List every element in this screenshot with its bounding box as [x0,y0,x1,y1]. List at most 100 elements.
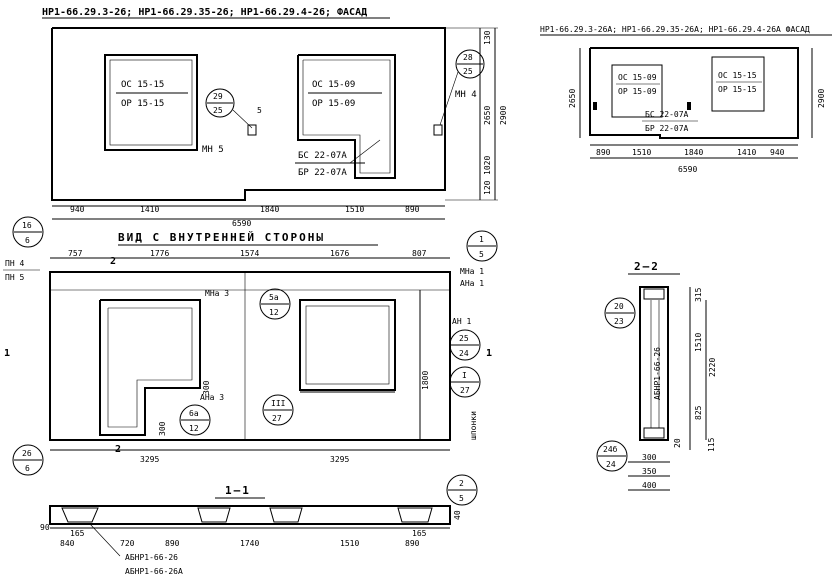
facade-window-right-top: ОС 15-09 [312,80,355,90]
callout-2-5 [446,474,478,506]
callout-26-6 [12,444,44,476]
s22-callout-bot-bottom: 24 [606,460,616,469]
facade-small-dim-890: 890 [596,148,611,157]
facade-callout-right-bottom: 25 [463,67,473,76]
facade-small-embed-right [687,102,691,110]
callout-6a-top: 6а [189,409,199,418]
facade-small-title: НР1-66.29.3-26А; НР1-66.29.35-26А; НР1-6… [540,25,810,34]
s22-dim-2220: 2220 [708,358,717,377]
facade-door-top: БС 22-07А [298,151,347,161]
interior-dim-1776: 1776 [150,249,169,258]
section-22-outline [639,286,669,441]
facade-window-left [104,54,198,151]
facade-mark-mn4: МН 4 [455,90,477,100]
facade-dim-940: 940 [70,205,85,214]
interior-dim-300a: 300 [202,380,211,395]
facade-small-view: НР1-66.29.3-26А; НР1-66.29.35-26А; НР1-6… [540,25,832,174]
callout-1-5 [466,230,498,262]
facade-callout-left-top: 29 [213,92,223,101]
facade-callout-right [455,49,485,79]
callout-2-top: 2 [459,479,464,488]
s22-callout-bot-top: 24б [603,444,618,454]
facade-window-right [297,54,396,179]
facade-small-window-left [611,64,663,118]
interior-dim-1800: 1800 [421,371,430,390]
facade-small-dim-1510: 1510 [632,148,651,157]
facade-small-wl-top: ОС 15-09 [618,73,657,82]
callout-2-bottom: 5 [459,494,464,503]
section-1-right: 1 [486,348,492,359]
facade-window-right-bottom: ОР 15-09 [312,99,355,109]
facade-small-wl-bottom: ОР 15-09 [618,87,657,96]
section-11-outline [49,505,451,525]
label-an1: АН 1 [452,317,471,326]
callout-I-27 [449,366,481,398]
facade-dim-2900: 2900 [499,106,508,125]
interior-opening-right [299,299,396,391]
callout-24b-24 [596,440,628,472]
label-pn4: ПН 4 [5,259,24,268]
callout-5a-top: 5а [269,293,279,302]
s11-label-a: АБНР1-66-26 [125,553,178,562]
label-mna1: МНа 1 [460,267,484,276]
facade-small-dim-6590: 6590 [678,165,697,174]
callout-III-bottom: 27 [272,414,282,423]
facade-door-bottom: БР 22-07А [298,168,347,178]
facade-window-left-bottom: ОР 15-15 [121,99,164,109]
s22-dim-1510: 1510 [694,333,703,352]
facade-dim-2650: 2650 [483,106,492,125]
facade-dim-1410: 1410 [140,205,159,214]
facade-callout-right-top: 28 [463,53,473,62]
s22-callout-top-bottom: 23 [614,317,624,326]
facade-callout-left-bottom: 25 [213,106,223,115]
interior-opening-left [99,299,201,436]
facade-small-outline [589,47,799,139]
s11-dim-1510: 1510 [340,539,359,548]
s11-dim-90: 90 [40,523,50,532]
s22-dim-115: 115 [707,437,716,452]
callout-16-bottom: 6 [25,236,30,245]
facade-dim-130: 130 [483,30,492,45]
s22-dim-315: 315 [694,287,703,302]
s11-dim-720: 720 [120,539,135,548]
callout-26-top: 26 [22,449,32,458]
s11-dim-1740: 1740 [240,539,259,548]
facade-small-door-top: БС 22-07А [645,110,689,119]
facade-title: НР1-66.29.3-26; НР1-66.29.35-26; НР1-66.… [42,7,367,18]
label-pn5: ПН 5 [5,273,24,282]
facade-dim-1020: 1020 [483,156,492,175]
callout-25-bottom: 24 [459,349,469,358]
interior-dim-807: 807 [412,249,427,258]
s22-dim-400: 400 [642,481,657,490]
callout-6a-12 [179,404,211,436]
s11-dim-40: 40 [453,510,462,520]
interior-view: ВИД С ВНУТРЕННЕЙ СТОРОНЫ 16 6 1 5 757 2 … [3,216,498,506]
s11-label-b: АБНР1-66-26А [125,567,183,576]
callout-16-top: 16 [22,221,32,230]
facade-dim-1510: 1510 [345,205,364,214]
facade-view: НР1-66.29.3-26; НР1-66.29.35-26; НР1-66.… [42,7,508,228]
interior-dim-1676: 1676 [330,249,349,258]
facade-small-dim-940: 940 [770,148,785,157]
callout-6a-bottom: 12 [189,424,199,433]
interior-dim-3295-left: 3295 [140,455,159,464]
callout-20-23 [604,297,636,329]
facade-dim-120: 120 [483,180,492,195]
interior-section-mark-top: 2 [110,256,116,267]
section-22-title: 2—2 [634,260,660,273]
s11-dim-165-right: 165 [412,529,427,538]
facade-small-wr-bottom: ОР 15-15 [718,85,757,94]
facade-small-wr-top: ОС 15-15 [718,71,757,80]
s11-dim-890-left: 890 [165,539,180,548]
section-2-2: 2—2 20 23 24б 24 АБНР1-66-26 315 1510 82… [596,260,717,491]
s22-dim-825: 825 [694,405,703,420]
s22-dim-20: 20 [673,438,682,448]
facade-small-window-right [711,56,765,112]
s22-dim-350: 350 [642,467,657,476]
facade-callout-five: 5 [257,106,262,115]
callout-5a-12 [259,288,291,320]
callout-25-top: 25 [459,334,469,343]
facade-small-dim-1840: 1840 [684,148,703,157]
mn4-embed [433,124,443,136]
